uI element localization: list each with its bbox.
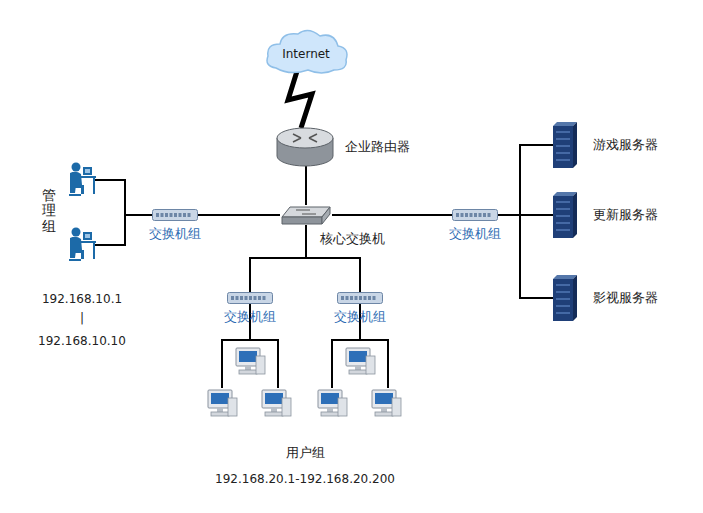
wire bbox=[222, 340, 278, 388]
server-node: 更新服务器 bbox=[553, 192, 577, 238]
pc-icon bbox=[262, 390, 291, 416]
pc-icon bbox=[318, 390, 347, 416]
network-link bbox=[498, 145, 553, 215]
pc-icon bbox=[236, 348, 265, 374]
node-shape bbox=[553, 192, 577, 238]
range-mark: | bbox=[80, 311, 84, 325]
wire bbox=[332, 340, 388, 388]
pc-icon bbox=[208, 390, 237, 416]
node-shape bbox=[280, 205, 332, 225]
server-icon bbox=[553, 192, 577, 238]
ip-address: 192.168.10.1 bbox=[42, 292, 122, 306]
node-shape bbox=[452, 209, 498, 221]
node-shape bbox=[553, 275, 577, 321]
router-icon bbox=[277, 128, 333, 166]
network-link bbox=[305, 166, 307, 205]
switch-icon bbox=[228, 293, 273, 304]
switch-label: 交换机组 bbox=[334, 309, 386, 325]
node-shape bbox=[275, 126, 335, 168]
wires bbox=[95, 180, 388, 388]
ip-range: 192.168.20.1-192.168.20.200 bbox=[215, 472, 395, 486]
node-shape bbox=[152, 209, 198, 221]
switch-icon bbox=[453, 210, 498, 221]
group-name: 管理组 bbox=[42, 188, 56, 234]
network-link bbox=[332, 214, 452, 216]
switch-icon bbox=[338, 293, 383, 304]
server-node: 游戏服务器 bbox=[553, 122, 577, 168]
node-shape bbox=[553, 122, 577, 168]
node-label: 影视服务器 bbox=[593, 290, 658, 306]
switch-node: 交换机组 bbox=[337, 292, 383, 304]
ip-address: 192.168.10.10 bbox=[38, 334, 126, 348]
core-switch-node: 核心交换机 bbox=[280, 205, 332, 225]
admin-figure bbox=[69, 228, 96, 262]
cloud-shape bbox=[267, 30, 347, 73]
router-node: 企业路由器 bbox=[275, 126, 335, 168]
switch-node: 交换机组 bbox=[227, 292, 273, 304]
wan-link bbox=[288, 68, 312, 128]
group-bracket bbox=[95, 180, 125, 245]
network-link bbox=[198, 214, 280, 216]
pc-icon bbox=[372, 390, 401, 416]
switch-label: 交换机组 bbox=[224, 309, 276, 325]
server-icon bbox=[553, 275, 577, 321]
node-label: 更新服务器 bbox=[593, 207, 658, 223]
network-link bbox=[250, 225, 306, 292]
pc-icon bbox=[346, 348, 375, 374]
core-switch-icon bbox=[282, 207, 330, 224]
wire bbox=[125, 214, 152, 216]
switch-icon bbox=[153, 210, 198, 221]
node-label: Internet bbox=[282, 47, 330, 61]
server-icon bbox=[553, 122, 577, 168]
node-label: 核心交换机 bbox=[320, 231, 385, 247]
cloud-node: Internet bbox=[262, 28, 350, 76]
node-label: 游戏服务器 bbox=[593, 137, 658, 153]
node-label: 企业路由器 bbox=[345, 139, 410, 155]
network-link bbox=[498, 215, 553, 298]
switch-label: 交换机组 bbox=[449, 226, 501, 242]
server-node: 影视服务器 bbox=[553, 275, 577, 321]
node-shape bbox=[337, 292, 383, 304]
group-name: 用户组 bbox=[286, 445, 325, 461]
node-shape bbox=[227, 292, 273, 304]
admin-figure bbox=[69, 163, 96, 197]
switch-node: 交换机组 bbox=[152, 209, 198, 221]
switch-node: 交换机组 bbox=[452, 209, 498, 221]
switch-label: 交换机组 bbox=[149, 226, 201, 242]
